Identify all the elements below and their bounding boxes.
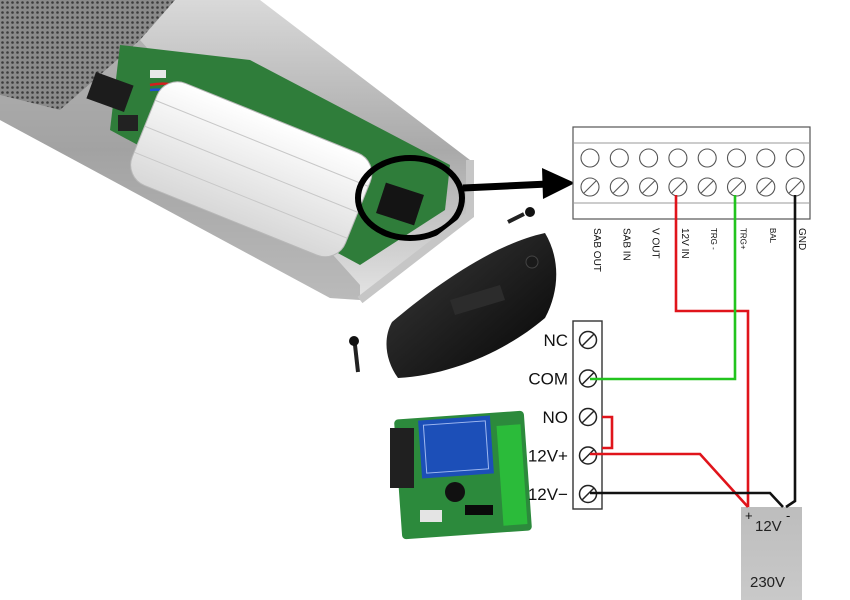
relay-terminal-strip: [572, 320, 603, 510]
pointer-arrow-icon: [462, 168, 575, 199]
relay-terminal-label: NO: [543, 408, 569, 427]
pcb-chip: [86, 72, 134, 112]
wire-green-trg: [590, 195, 737, 381]
psu-input-label: 230V: [750, 574, 785, 591]
wire-red-no-jumper: [602, 415, 614, 450]
relay-terminal-label: 12V−: [528, 485, 568, 504]
terminal-screw-icon: [580, 177, 600, 197]
terminal-hole: [697, 148, 717, 168]
battery-pack: [130, 81, 373, 258]
terminal-hole: [668, 148, 688, 168]
relay-module: [390, 410, 532, 540]
detector-device: [0, 0, 474, 304]
screw-icon: [349, 336, 360, 373]
terminal-screw-icon: [639, 177, 659, 197]
terminal-screw-row: [580, 177, 805, 197]
terminal-label: BAL: [768, 228, 777, 244]
terminal-label: TRG -: [709, 228, 718, 250]
relay-screw-icon: [578, 330, 598, 350]
terminal-hole: [639, 148, 659, 168]
relay-terminal-label: NC: [543, 331, 568, 350]
terminal-hole: [580, 148, 600, 168]
screw-icon: [507, 207, 535, 224]
detector-mesh-grille: [0, 0, 175, 110]
terminal-label: GND: [796, 228, 807, 250]
wire-red-12v-in: [674, 195, 750, 507]
relay-terminal-label: COM: [528, 370, 568, 389]
wire-red-12v-plus: [590, 452, 749, 508]
relay-screw-icon: [578, 407, 598, 427]
terminal-label: SAB OUT: [591, 228, 602, 272]
highlight-ring: [355, 155, 465, 241]
terminal-hole: [726, 148, 747, 168]
terminal-hole: [785, 148, 805, 168]
terminal-screw-icon: [756, 177, 776, 197]
terminal-label: 12V IN: [679, 228, 690, 259]
wire-black-gnd: [785, 195, 797, 509]
terminal-label: SAB IN: [620, 228, 631, 261]
terminal-screw-icon: [668, 177, 688, 197]
relay-screw-icon: [578, 446, 598, 465]
terminal-top-row: [580, 148, 805, 168]
terminal-hole: [609, 148, 629, 168]
relay-green-terminal: [496, 424, 528, 526]
relay-screw-icon: [578, 369, 598, 388]
wires: [590, 195, 797, 509]
psu-output-label: 12V: [755, 518, 782, 535]
power-supply: [741, 507, 802, 600]
terminal-screw-icon: [697, 177, 717, 197]
terminal-label: V OUT: [650, 228, 661, 259]
terminal-screw-icon: [785, 177, 805, 197]
terminal-screw-icon: [609, 177, 629, 197]
relay-coil-box: [418, 415, 494, 479]
relay-terminal-label: 12V+: [528, 447, 568, 466]
detector-terminal-block: [572, 126, 811, 220]
terminal-hole: [756, 148, 776, 168]
wire-black-12v-minus: [590, 491, 784, 508]
pin-header: [376, 182, 424, 226]
psu-minus-label: -: [786, 508, 790, 523]
terminal-screw-icon: [726, 177, 747, 197]
psu-plus-label: +: [745, 508, 753, 523]
terminal-label: TRG+: [739, 228, 748, 250]
